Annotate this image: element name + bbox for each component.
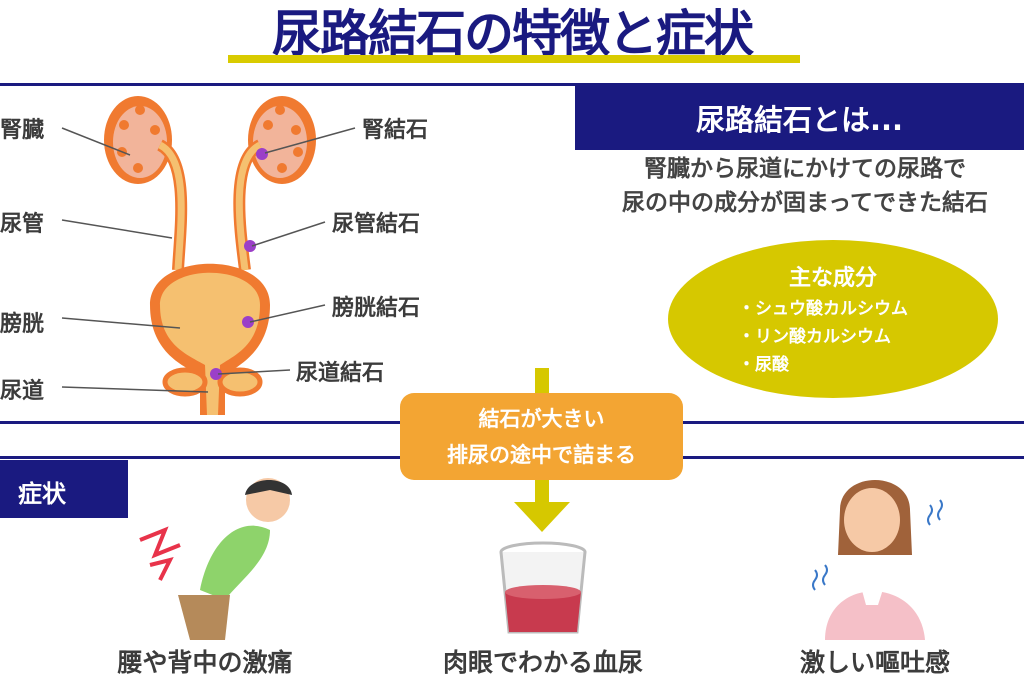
- components-list: ・シュウ酸カルシウム ・リン酸カルシウム ・尿酸: [738, 295, 908, 379]
- cause-box: 結石が大きい 排尿の途中で詰まる: [400, 393, 683, 480]
- nausea-person-icon: [812, 480, 943, 640]
- cause-line: 結石が大きい: [478, 407, 605, 431]
- back-pain-person-icon: [139, 478, 292, 640]
- label-bladder-stone: 膀胱結石: [332, 296, 421, 321]
- divider: [683, 421, 1024, 424]
- title-underline: [228, 55, 800, 63]
- label-urethra-stone: 尿道結石: [296, 361, 385, 386]
- components-title: 主な成分: [788, 266, 877, 291]
- symptoms-heading: 症状: [0, 460, 128, 518]
- bladder-icon: [150, 263, 270, 415]
- label-bladder: 膀胱: [0, 312, 45, 337]
- components-ellipse: 主な成分 ・シュウ酸カルシウム ・リン酸カルシウム ・尿酸: [668, 240, 998, 398]
- label-kidney: 腎臓: [0, 118, 45, 143]
- symptom-hematuria: 肉眼でわかる血尿: [442, 648, 643, 677]
- kidney-right-icon: [248, 96, 316, 184]
- label-urethra: 尿道: [0, 379, 45, 404]
- blood-urine-cup-icon: [499, 541, 587, 634]
- definition-line: 腎臓から尿道にかけての尿路で: [644, 156, 966, 182]
- divider: [0, 421, 400, 424]
- component-item: ・リン酸カルシウム: [738, 327, 891, 347]
- kidney-left-icon: [104, 96, 172, 184]
- definition-line: 尿の中の成分が固まってできた結石: [622, 190, 988, 216]
- symptom-nausea: 激しい嘔吐感: [799, 648, 950, 677]
- label-ureter: 尿管: [0, 212, 45, 237]
- label-kidney-stone: 腎結石: [362, 118, 429, 143]
- stone-icons: [210, 148, 268, 380]
- cause-line: 排尿の途中で詰まる: [447, 443, 636, 467]
- page-title: 尿路結石の特徴と症状: [272, 4, 754, 63]
- leader-lines: [61, 127, 356, 393]
- definition-heading: 尿路結石とは...: [575, 85, 1024, 150]
- component-item: ・尿酸: [738, 355, 789, 375]
- divider: [0, 83, 1024, 86]
- symptom-back-pain: 腰や背中の激痛: [117, 648, 293, 677]
- urinary-tract-illustration: [61, 96, 356, 415]
- component-item: ・シュウ酸カルシウム: [738, 299, 908, 319]
- definition-text: 腎臓から尿道にかけての尿路で 尿の中の成分が固まってできた結石: [580, 152, 1024, 220]
- label-ureter-stone: 尿管結石: [332, 212, 421, 237]
